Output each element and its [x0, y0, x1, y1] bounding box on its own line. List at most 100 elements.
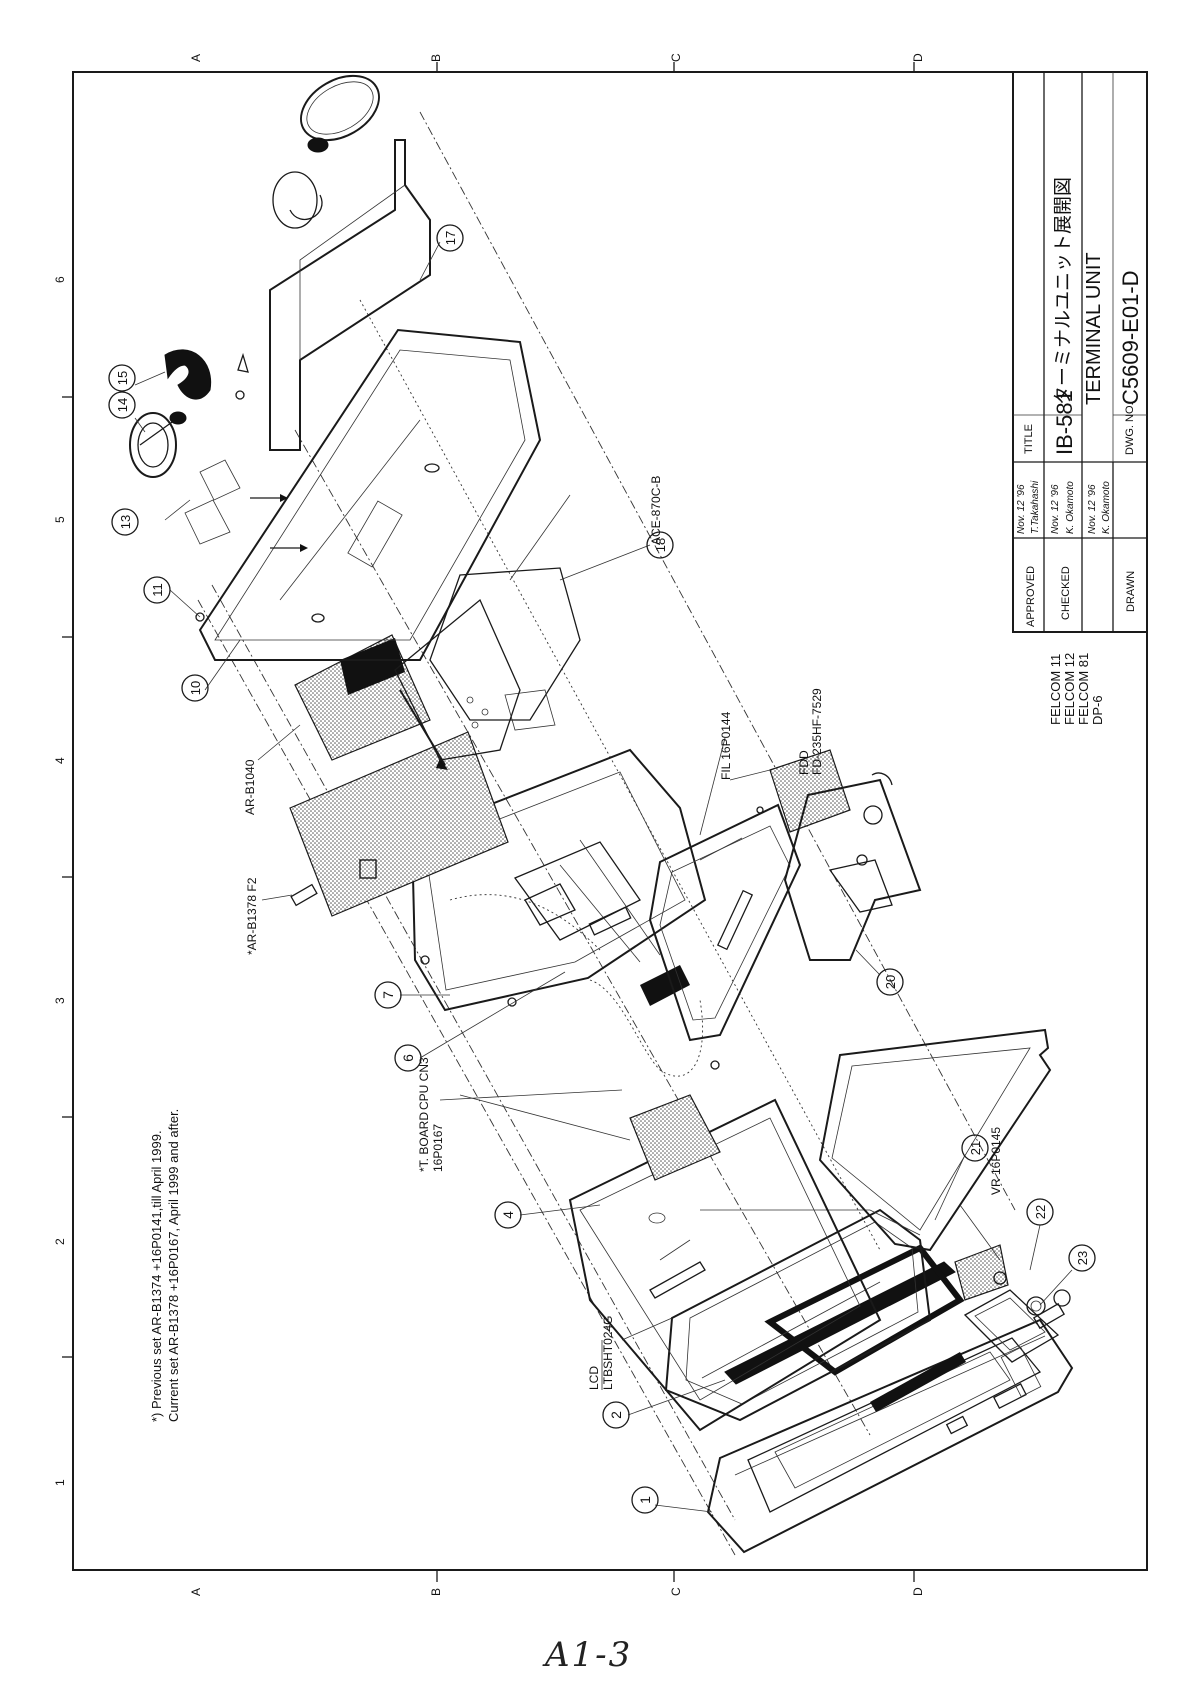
- power-unit-case: [783, 772, 922, 961]
- upper-housing: [195, 328, 542, 661]
- label-ar-b1378: *AR-B1378 F2: [245, 877, 259, 955]
- model-felcom-11: FELCOM 11: [1048, 654, 1063, 725]
- zone-row-c-bottom: C: [669, 1587, 683, 1596]
- title-block-model: IB-581: [1052, 390, 1077, 455]
- label-lcd: LCD: [587, 1366, 601, 1390]
- title-block-dwg-no: C5609-E01-D: [1118, 270, 1143, 405]
- title-block-checked-label: CHECKED: [1060, 566, 1072, 620]
- model-felcom-81: FELCOM 81: [1076, 653, 1091, 725]
- zone-col-6: 6: [53, 276, 67, 283]
- callout-11: 11: [143, 576, 171, 604]
- svg-text:23: 23: [1075, 1251, 1090, 1265]
- callout-6: 6: [394, 1044, 422, 1072]
- zone-col-1: 1: [53, 1479, 67, 1486]
- title-block-drawn-label: DRAWN: [1125, 571, 1137, 612]
- board-ar-b1040: [294, 634, 448, 770]
- svg-text:21: 21: [968, 1141, 983, 1155]
- zone-col-4: 4: [53, 757, 67, 764]
- title-block-approved-date: Nov. 12 '96: [1016, 484, 1027, 534]
- title-block-checked-date: Nov. 12 '96: [1050, 484, 1061, 534]
- stand-knob-parts: [129, 349, 249, 545]
- label-vr: VR 16P0145: [989, 1127, 1003, 1195]
- zone-row-a-top: A: [189, 54, 203, 62]
- svg-text:7: 7: [380, 991, 396, 999]
- zone-row-d-top: D: [911, 53, 925, 62]
- label-fil: FIL 16P0144: [719, 711, 733, 780]
- board-ar-b1378: [289, 731, 509, 917]
- label-lcd-part: LTBSHT024G: [601, 1316, 615, 1390]
- callout-15: 15: [108, 364, 136, 392]
- label-fdd: FDD: [797, 750, 811, 775]
- label-ar-b1040: AR-B1040: [243, 759, 257, 815]
- mounting-plate: [429, 567, 581, 731]
- label-ace-870c-b: ACE-870C-B: [649, 476, 663, 545]
- label-cpu-cn3: CPU CN3: [417, 1057, 431, 1110]
- svg-text:4: 4: [500, 1211, 516, 1219]
- gasket: [724, 1244, 966, 1412]
- svg-text:20: 20: [883, 975, 898, 989]
- title-block-approved-label: APPROVED: [1025, 566, 1037, 627]
- page-mark: A1-3: [545, 1635, 633, 1675]
- assembly-guide-lines: [197, 111, 1016, 1556]
- callout-23: 23: [1068, 1244, 1096, 1272]
- callout-1: 1: [631, 1486, 659, 1514]
- callout-7: 7: [374, 981, 402, 1009]
- svg-text:17: 17: [443, 231, 458, 245]
- title-block-title-label: TITLE: [1023, 424, 1035, 454]
- svg-text:22: 22: [1033, 1205, 1048, 1219]
- model-dp-6: DP-6: [1090, 695, 1105, 725]
- svg-text:14: 14: [115, 398, 130, 412]
- title-block-checked-name: K. Okamoto: [1065, 481, 1076, 534]
- zone-col-5: 5: [53, 516, 67, 523]
- title-block-title-english: TERMINAL UNIT: [1083, 252, 1105, 405]
- board-ace-870c-b: [394, 598, 521, 761]
- title-block-title-japanese: ターミナルユニット展開図: [1052, 177, 1074, 405]
- zone-col-3: 3: [53, 997, 67, 1004]
- internal-cable: [449, 894, 704, 1077]
- note-current-set: Current set AR-B1378 +16P0167, April 199…: [166, 1109, 181, 1422]
- title-block-drawn-name: K. Okamoto: [1101, 481, 1112, 534]
- callout-21: 21: [961, 1134, 989, 1162]
- model-felcom-12: FELCOM 12: [1062, 653, 1077, 725]
- svg-text:11: 11: [150, 583, 165, 597]
- title-block-drawn-date: Nov. 12 '96: [1087, 484, 1098, 534]
- svg-text:10: 10: [188, 681, 203, 695]
- stand-bracket: [235, 74, 431, 451]
- svg-text:6: 6: [400, 1054, 416, 1062]
- zone-row-b-bottom: B: [429, 1588, 443, 1596]
- callout-17: 17: [436, 224, 464, 252]
- zone-ticks: [62, 62, 915, 1582]
- rear-cover: [818, 1028, 1052, 1252]
- svg-text:1: 1: [637, 1496, 653, 1504]
- vr-bracket-assembly: [954, 1244, 1071, 1363]
- label-t-board: *T. BOARD: [417, 1112, 431, 1172]
- title-block: [1012, 71, 1148, 633]
- zone-row-c-top: C: [669, 53, 683, 62]
- svg-text:18: 18: [653, 538, 668, 552]
- t-board: [629, 1060, 721, 1181]
- title-block-approved-name: T.Takahashi: [1030, 480, 1041, 534]
- note-previous-set: *) Previous set AR-B1374 +16P0141,till A…: [149, 1130, 164, 1422]
- zone-col-2: 2: [53, 1238, 67, 1245]
- callout-2: 2: [602, 1401, 630, 1429]
- svg-text:2: 2: [608, 1411, 624, 1419]
- filter-board: [756, 749, 851, 833]
- floppy-drive: [648, 803, 802, 1042]
- callout-14: 14: [108, 391, 136, 419]
- zone-row-d-bottom: D: [911, 1587, 925, 1596]
- svg-text:13: 13: [118, 515, 133, 529]
- callout-22: 22: [1026, 1198, 1054, 1226]
- leader-lines: [134, 241, 1073, 1513]
- lcd-panel: [664, 1208, 932, 1422]
- callout-18: 18: [646, 531, 674, 559]
- zone-row-a-bottom: A: [189, 1588, 203, 1596]
- label-fdd-part: FD-235HF-7529: [810, 688, 824, 775]
- title-block-dwg-label: DWG. NO.: [1124, 402, 1136, 455]
- svg-text:15: 15: [115, 371, 130, 385]
- callout-13: 13: [111, 508, 139, 536]
- callout-20: 20: [876, 968, 904, 996]
- callout-10: 10: [181, 674, 209, 702]
- drawing-frame: [72, 71, 1148, 1571]
- callout-4: 4: [494, 1201, 522, 1229]
